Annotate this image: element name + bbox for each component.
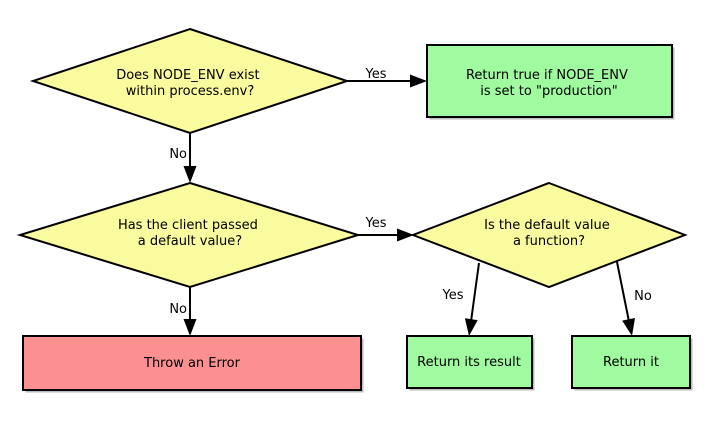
decision-node-env-line1: Does NODE_ENV exist [116, 68, 259, 83]
decision-default-value-label: Has the client passed a default value? [118, 218, 262, 249]
edge-label-function-no: No [634, 289, 652, 304]
arrowhead-env-no-icon [183, 166, 197, 183]
decision-default-value-line2: a default value? [138, 234, 242, 249]
decision-is-function-line1: Is the default value [484, 218, 610, 233]
edge-label-env-yes: Yes [365, 67, 387, 82]
error-throw-label: Throw an Error [143, 356, 241, 371]
result-its-result [406, 335, 533, 389]
edge-function-no [616, 261, 631, 325]
decision-is-function [410, 181, 688, 289]
decision-node-env [29, 27, 351, 135]
decision-is-function-label: Is the default value a function? [484, 218, 614, 249]
decision-default-value-line1: Has the client passed [118, 218, 258, 233]
decision-is-function-line2: a function? [513, 234, 585, 249]
result-return-it-label: Return it [603, 355, 659, 370]
arrowhead-function-no-icon [622, 318, 635, 336]
result-production-line1: Return true if NODE_ENV [466, 68, 628, 83]
arrowhead-default-no-icon [183, 319, 197, 336]
edge-label-default-yes: Yes [365, 216, 387, 231]
edge-label-default-no: No [169, 302, 187, 317]
arrowhead-default-yes-icon [397, 228, 414, 242]
error-throw [22, 335, 362, 391]
edge-label-env-no: No [169, 147, 187, 162]
edge-function-yes [469, 262, 480, 326]
arrowhead-function-yes-icon [464, 318, 478, 336]
result-production-line2: is set to "production" [480, 84, 617, 99]
result-its-result-label: Return its result [417, 355, 521, 370]
arrowhead-env-yes-icon [410, 74, 427, 88]
edge-label-function-yes: Yes [442, 288, 464, 303]
result-production-label: Return true if NODE_ENV is set to "produ… [466, 68, 632, 99]
result-return-it [571, 335, 691, 389]
decision-node-env-label: Does NODE_ENV exist within process.env? [116, 68, 264, 99]
decision-node-env-line2: within process.env? [126, 84, 254, 99]
decision-default-value [16, 181, 362, 289]
result-production [426, 44, 673, 118]
